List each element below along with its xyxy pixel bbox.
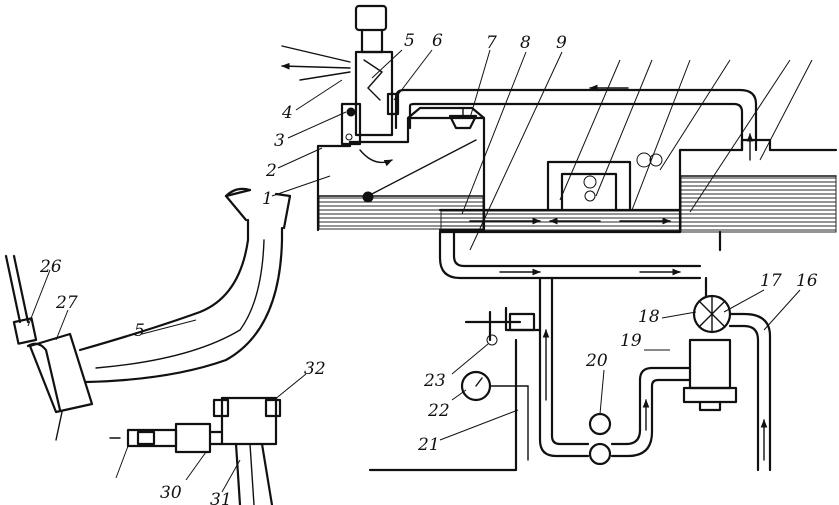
label-27: 27 [55,293,78,313]
connecting-channel [438,152,682,234]
label-17: 17 [760,271,782,291]
label-16: 16 [796,271,818,291]
callout-labels: 1 2 3 4 5 5 6 7 8 9 16 17 18 19 20 21 22… [39,31,818,505]
label-23: 23 [423,371,446,391]
bent-pipe [78,187,292,384]
label-31: 31 [210,490,232,505]
label-5-pipe: 5 [134,321,145,341]
label-2: 2 [265,161,277,181]
label-5-top: 5 [404,31,415,51]
label-8: 8 [520,33,531,53]
nozzle-assembly [4,254,94,441]
label-30: 30 [160,483,182,503]
label-7: 7 [486,33,497,53]
label-21: 21 [417,435,440,455]
label-26: 26 [39,257,62,277]
valve-assembly [281,4,400,167]
bottom-fitting [109,396,282,505]
label-19: 19 [620,331,642,351]
label-22: 22 [427,401,450,421]
label-6: 6 [432,31,443,51]
leader-lines [27,49,813,493]
label-32: 32 [304,359,326,379]
top-return-pipe [394,84,758,152]
label-18: 18 [638,307,660,327]
gauge-and-tap [368,306,542,472]
lower-piping [438,230,772,472]
label-3: 3 [274,131,285,151]
label-9: 9 [556,33,567,53]
label-4: 4 [281,103,293,123]
label-20: 20 [585,351,608,371]
label-1: 1 [262,189,273,209]
right-tank [678,133,838,252]
